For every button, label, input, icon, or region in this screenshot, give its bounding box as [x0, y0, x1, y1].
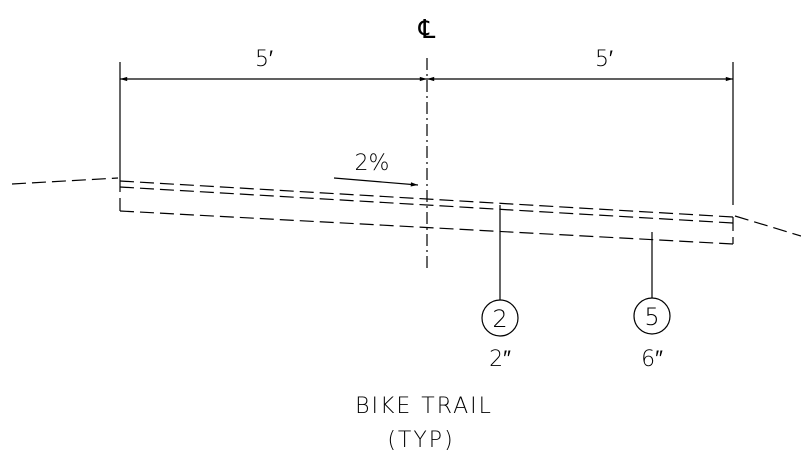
drawing-title: BIKE TRAIL [355, 394, 493, 419]
ground-line-left [11, 177, 119, 185]
centerline-symbol: ℄ [418, 15, 436, 45]
dimension-left-label: 5′ [255, 47, 273, 72]
surface-top-line [119, 180, 734, 218]
slope-label: 2% [355, 151, 390, 176]
callout-2-circle [481, 299, 519, 337]
ground-line-right [734, 215, 801, 237]
surface-bottom-line [119, 186, 734, 224]
dimension-right-label: 5′ [595, 47, 613, 72]
callout-5-id: 5 [644, 303, 659, 331]
callout-5-circle [633, 297, 671, 335]
base-bottom-line [119, 210, 734, 245]
callout-2-id: 2 [492, 305, 507, 333]
slope-arrow [333, 177, 419, 187]
callout-5-thickness: 6″ [641, 347, 663, 372]
drawing-subtitle: (TYP) [387, 428, 454, 453]
callout-2-thickness: 2″ [489, 347, 511, 372]
